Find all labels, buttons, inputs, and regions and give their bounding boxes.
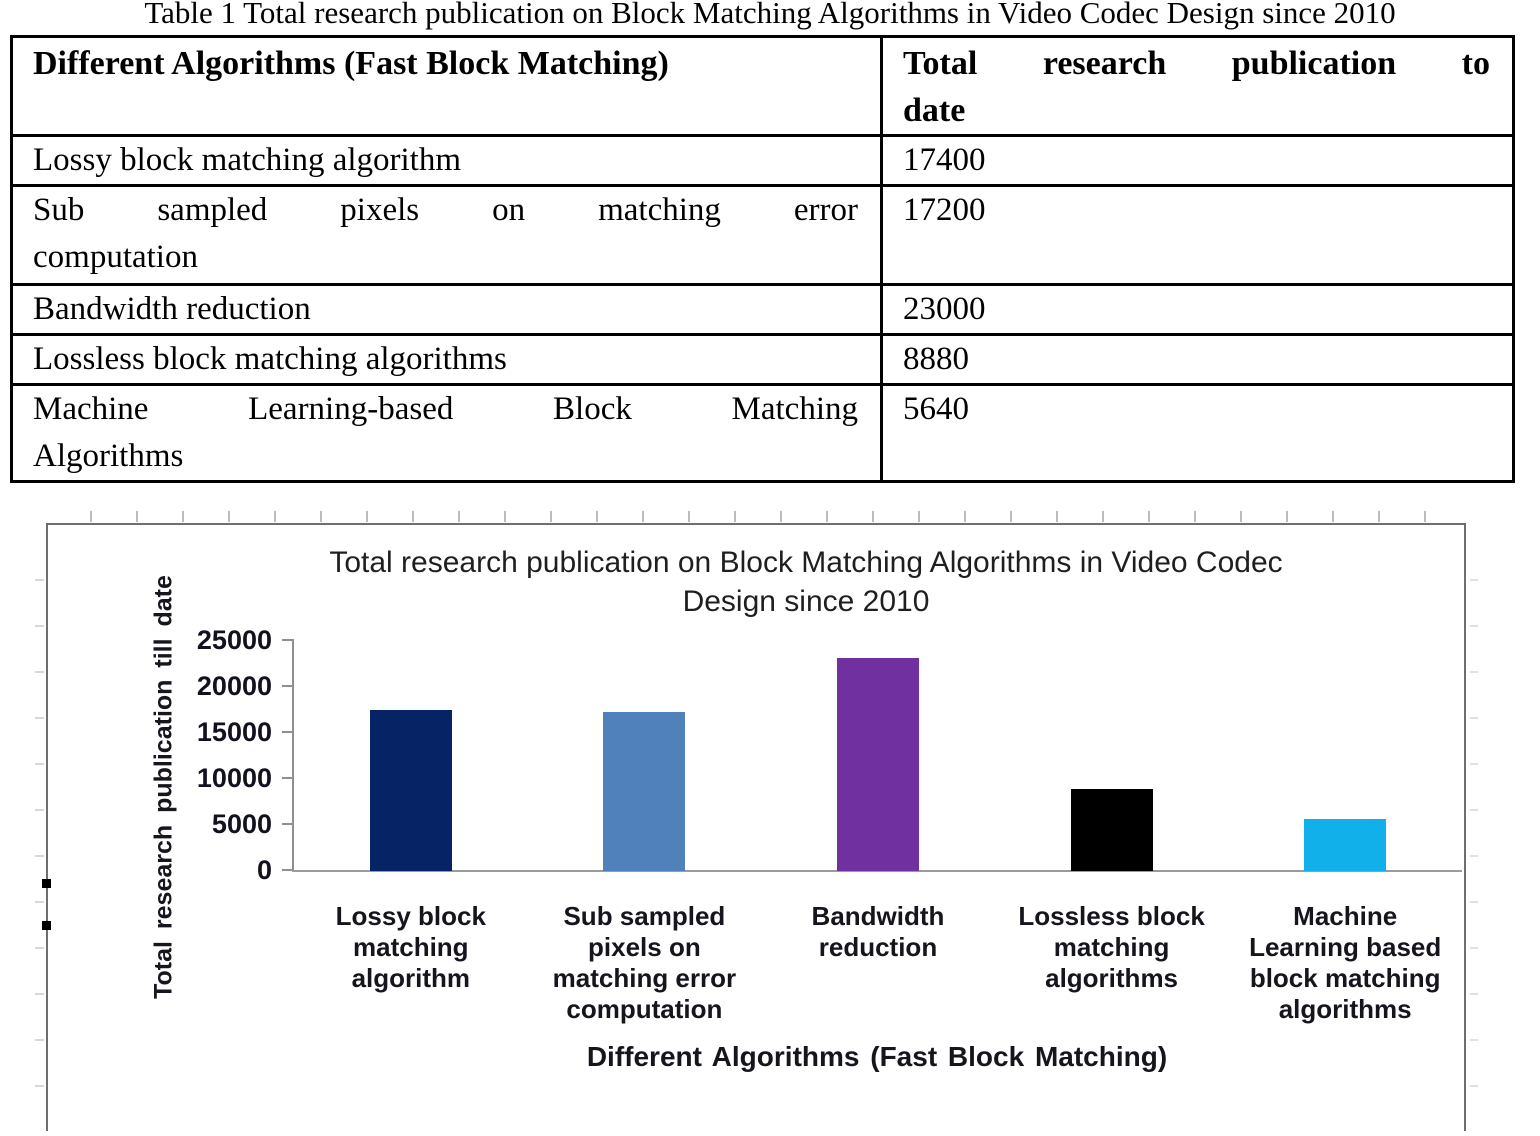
ruler-tick-marks-right	[1470, 535, 1478, 1125]
publications-table: Different Algorithms (Fast Block Matchin…	[10, 35, 1515, 483]
x-label-slot: Lossy block matching algorithm	[294, 901, 528, 1025]
cell-publications: 23000	[880, 283, 1515, 336]
cell-algorithm: Sub sampled pixels on matching error com…	[10, 184, 883, 286]
chart-title-line2: Design since 2010	[682, 585, 930, 618]
bar-machine-learning	[1304, 819, 1387, 871]
x-tick-label: Machine Learning based block matching al…	[1249, 901, 1442, 1024]
bar-bandwidth-reduction	[836, 658, 919, 871]
y-axis-line	[292, 639, 294, 872]
chart-figure: Total research publication on Block Matc…	[46, 523, 1466, 1131]
cell-algorithm: Machine Learning-based Block Matching Al…	[10, 383, 883, 483]
cell-text: Machine Learning-based Block Matching	[33, 391, 858, 427]
y-tick-mark	[282, 731, 292, 733]
cell-publications: 8880	[880, 333, 1515, 386]
x-axis-title: Different Algorithms (Fast Block Matchin…	[586, 1041, 1168, 1072]
cell-text: Algorithms	[33, 438, 184, 474]
x-tick-label: Sub sampled pixels on matching error com…	[552, 901, 737, 1024]
y-tick-label: 20000	[196, 671, 272, 701]
y-tick-label: 25000	[196, 625, 272, 655]
selection-handle[interactable]	[42, 879, 51, 888]
table-row: Bandwidth reduction 23000	[10, 283, 1515, 336]
y-tick-label: 5000	[211, 809, 272, 839]
bar-slot	[1228, 640, 1462, 871]
bar-slot	[528, 640, 762, 871]
header-algorithms-text: Different Algorithms (Fast Block Matchin…	[33, 45, 669, 82]
y-tick-label: 10000	[196, 763, 272, 793]
cell-text: Sub sampled pixels on matching error	[33, 192, 858, 228]
x-tick-label: Bandwidth reduction	[811, 901, 945, 962]
cell-text: Lossy block matching algorithm	[33, 142, 462, 178]
y-tick-mark	[282, 823, 292, 825]
table-header-row: Different Algorithms (Fast Block Matchin…	[10, 35, 1515, 137]
table-row: Machine Learning-based Block Matching Al…	[10, 383, 1515, 483]
y-tick-label: 0	[256, 855, 272, 885]
bar-slot	[294, 640, 528, 871]
selection-handle[interactable]	[42, 921, 51, 930]
header-publications: Total research publication to date	[880, 35, 1515, 137]
x-tick-label: Lossy block matching algorithm	[335, 901, 486, 993]
y-tick-mark	[282, 639, 292, 641]
header-algorithms: Different Algorithms (Fast Block Matchin…	[10, 35, 883, 137]
bar-sub-sampled-pixels	[603, 712, 686, 871]
cell-text: Bandwidth reduction	[33, 291, 311, 327]
table-row: Lossless block matching algorithms 8880	[10, 333, 1515, 386]
x-label-slot: Bandwidth reduction	[761, 901, 995, 1025]
cell-publications: 17400	[880, 134, 1515, 187]
y-tick-mark	[282, 869, 292, 871]
x-label-slot: Machine Learning based block matching al…	[1228, 901, 1462, 1025]
x-label-slot: Sub sampled pixels on matching error com…	[528, 901, 762, 1025]
header-publications-line2: date	[903, 92, 966, 129]
chart-title: Total research publication on Block Matc…	[188, 543, 1424, 621]
x-axis-line	[292, 870, 1462, 872]
cell-algorithm: Lossy block matching algorithm	[10, 134, 883, 187]
cell-algorithm: Lossless block matching algorithms	[10, 333, 883, 386]
bar-lossless-block-matching	[1070, 789, 1153, 871]
bar-slot	[761, 640, 995, 871]
y-tick-mark	[282, 685, 292, 687]
cell-text: computation	[33, 239, 198, 275]
cell-algorithm: Bandwidth reduction	[10, 283, 883, 336]
table-row: Lossy block matching algorithm 17400	[10, 134, 1515, 187]
x-axis-labels: Lossy block matching algorithm Sub sampl…	[294, 901, 1462, 1025]
x-label-slot: Lossless block matching algorithms	[995, 901, 1229, 1025]
table-caption: Table 1 Total research publication on Bl…	[144, 0, 1396, 30]
bar-lossy-block-matching	[369, 710, 452, 871]
chart-title-line1: Total research publication on Block Matc…	[329, 546, 1283, 579]
table-row: Sub sampled pixels on matching error com…	[10, 184, 1515, 286]
y-tick-mark	[282, 777, 292, 779]
header-publications-line1: Total research publication to	[903, 45, 1490, 82]
x-tick-label: Lossless block matching algorithms	[1018, 901, 1205, 993]
plot-area	[294, 640, 1462, 871]
y-tick-label: 15000	[196, 717, 272, 747]
cell-publications: 5640	[880, 383, 1515, 483]
ruler-tick-marks-top	[46, 511, 1466, 522]
bar-slot	[995, 640, 1229, 871]
cell-text: Lossless block matching algorithms	[33, 341, 507, 377]
cell-publications: 17200	[880, 184, 1515, 286]
ruler-tick-marks-left	[35, 535, 44, 1125]
